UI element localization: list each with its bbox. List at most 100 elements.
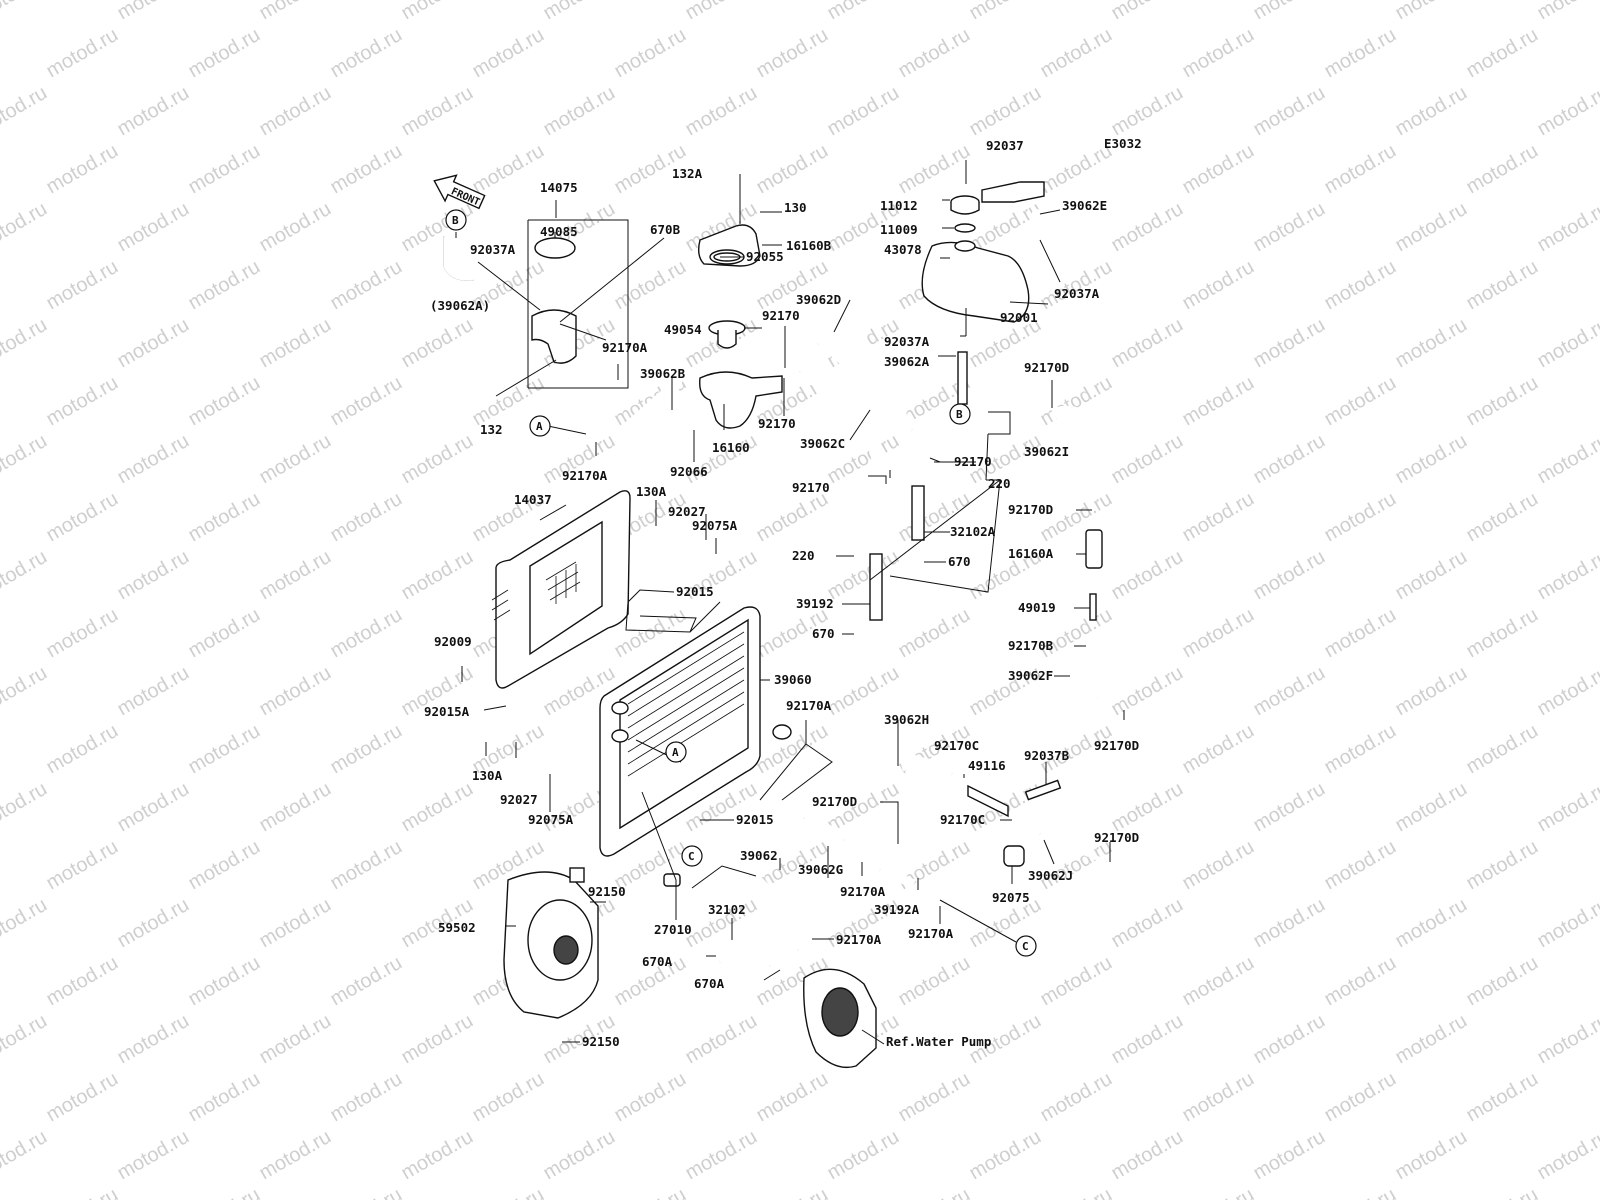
watermark-text: motod.ru <box>185 256 264 315</box>
watermark-text: motod.ru <box>114 0 193 24</box>
part-label: 16160B <box>786 238 832 253</box>
part-label: 92075A <box>528 812 574 827</box>
thermostat-housing-shape <box>699 371 783 429</box>
ref-letter-a-1: A <box>536 420 543 433</box>
part-label: 92066 <box>670 464 708 479</box>
watermark-text: motod.ru <box>1250 82 1329 141</box>
watermark-text: motod.ru <box>1463 24 1542 83</box>
part-label: 92037A <box>470 242 516 257</box>
watermark-text: motod.ru <box>1321 952 1400 1011</box>
ref-letter-a-2: A <box>672 746 679 759</box>
watermark-text: motod.ru <box>327 372 406 431</box>
watermark-text: motod.ru <box>824 1126 903 1185</box>
watermark-text: motod.ru <box>540 0 619 24</box>
part-label: 92170A <box>562 468 608 483</box>
part-label: 92150 <box>588 884 626 899</box>
watermark-text: motod.ru <box>1250 1010 1329 1069</box>
watermark-text: motod.ru <box>256 82 335 141</box>
part-label: 92170A <box>836 932 882 947</box>
part-label: 130A <box>636 484 667 499</box>
radiator-cap-shape <box>534 237 576 259</box>
part-label: 92037A <box>1054 286 1100 301</box>
watermark-text: motod.ru <box>540 82 619 141</box>
part-label: 92170 <box>954 454 992 469</box>
diagram-code: E3032 <box>1104 136 1142 151</box>
watermark-text: motod.ru <box>256 314 335 373</box>
part-label: 92170D <box>812 794 857 809</box>
watermark-text: motod.ru <box>1463 372 1542 431</box>
watermark-text: motod.ru <box>1321 720 1400 779</box>
watermark-text: motod.ru <box>1108 1010 1187 1069</box>
part-label: 32102A <box>950 524 996 539</box>
part-label: 92170C <box>940 812 985 827</box>
watermark-text: motod.ru <box>327 1068 406 1127</box>
watermark-text: motod.ru <box>753 24 832 83</box>
leader-lines <box>455 160 1125 1045</box>
watermark-text: motod.ru <box>1463 720 1542 779</box>
ref-circles: B B A A C C <box>445 209 1037 957</box>
watermark-text: motod.ru <box>1179 140 1258 199</box>
part-label: 39062 <box>740 848 778 863</box>
watermark-text: motod.ru <box>1108 198 1187 257</box>
watermark-text: motod.ru <box>1534 1010 1600 1069</box>
watermark-text: motod.ru <box>1250 198 1329 257</box>
watermark-text: motod.ru <box>1250 546 1329 605</box>
part-label: 220 <box>792 548 815 563</box>
watermark-text: motod.ru <box>1108 314 1187 373</box>
part-label: 39062B <box>640 366 686 381</box>
watermark-text: motod.ru <box>114 198 193 257</box>
part-label: 92170A <box>840 884 886 899</box>
watermark-text: motod.ru <box>895 24 974 83</box>
watermark-text: motod.ru <box>398 430 477 489</box>
watermark-text: motod.ru <box>1321 1068 1400 1127</box>
watermark-text: motod.ru <box>256 894 335 953</box>
watermark-text: motod.ru <box>1179 604 1258 663</box>
watermark-text: motod.ru <box>398 198 477 257</box>
watermark-text: motod.ru <box>895 952 974 1011</box>
watermark-text: motod.ru <box>1534 778 1600 837</box>
watermark-text: motod.ru <box>753 1184 832 1200</box>
part-label: 92075A <box>692 518 738 533</box>
ref-letter-c-2: C <box>1022 940 1029 953</box>
watermark-text: motod.ru <box>185 24 264 83</box>
reservoir-tank-shape <box>921 241 1030 323</box>
watermark-text: motod.ru <box>1250 314 1329 373</box>
part-label: 92015A <box>424 704 470 719</box>
part-labels: 14075 49085 92037A (39062A) 670B 92170A … <box>424 138 1139 1049</box>
watermark-text: motod.ru <box>185 604 264 663</box>
watermark-text: motod.ru <box>966 1126 1045 1185</box>
watermark-text: motod.ru <box>1463 256 1542 315</box>
watermark-text: motod.ru <box>682 430 761 489</box>
watermark-text: motod.ru <box>1534 314 1600 373</box>
watermark-text: motod.ru <box>469 1184 548 1200</box>
watermark-text: motod.ru <box>327 720 406 779</box>
part-label: 92170A <box>602 340 648 355</box>
part-label: 49054 <box>664 322 702 337</box>
part-label: 39062I <box>1024 444 1069 459</box>
watermark-text: motod.ru <box>0 430 51 489</box>
watermark-text: motod.ru <box>185 1068 264 1127</box>
watermark-text: motod.ru <box>753 488 832 547</box>
part-label: 130A <box>472 768 503 783</box>
part-label: 43078 <box>884 242 922 257</box>
watermark-text: motod.ru <box>1534 0 1600 24</box>
watermark-text: motod.ru <box>0 82 51 141</box>
watermark-text: motod.ru <box>1534 662 1600 721</box>
watermark-text: motod.ru <box>611 24 690 83</box>
watermark-text: motod.ru <box>114 546 193 605</box>
watermark-text: motod.ru <box>256 546 335 605</box>
watermark-text: motod.ru <box>398 1010 477 1069</box>
watermark-text: motod.ru <box>43 256 122 315</box>
watermark-text: motod.ru <box>1250 778 1329 837</box>
watermark-text: motod.ru <box>114 430 193 489</box>
watermark-text: motod.ru <box>1179 1068 1258 1127</box>
part-label: 132A <box>672 166 703 181</box>
watermark-text: motod.ru <box>753 720 832 779</box>
part-label: 92001 <box>1000 310 1038 325</box>
part-label: 670A <box>642 954 673 969</box>
watermark-text: motod.ru <box>1463 952 1542 1011</box>
watermark-text: motod.ru <box>1463 488 1542 547</box>
part-label: 92037B <box>1024 748 1070 763</box>
part-label: 670 <box>948 554 971 569</box>
watermark-text: motod.ru <box>256 198 335 257</box>
